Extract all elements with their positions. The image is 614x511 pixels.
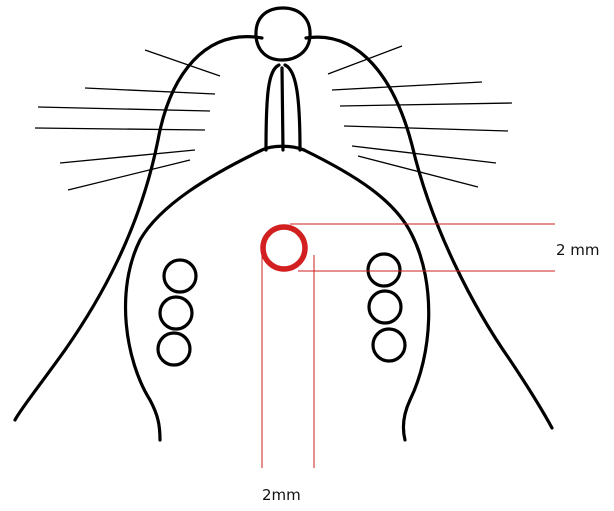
snout-left-lobe bbox=[266, 65, 279, 150]
whiskers-right bbox=[328, 46, 512, 187]
target-marker bbox=[263, 227, 305, 269]
snout-right-lobe bbox=[285, 65, 300, 150]
dimension-lines bbox=[262, 224, 555, 468]
pads-right bbox=[368, 254, 405, 361]
snout-midline bbox=[282, 68, 283, 150]
outer-head-outline bbox=[15, 37, 262, 420]
inner-face-outline-right bbox=[304, 150, 429, 440]
outer-head-outline-right bbox=[306, 37, 552, 428]
pads-left bbox=[158, 260, 196, 365]
vertical-dimension-label: 2 mm bbox=[556, 241, 600, 259]
horizontal-dimension-label: 2mm bbox=[262, 486, 301, 504]
whiskers-left bbox=[35, 50, 220, 190]
inner-face-outline bbox=[126, 150, 262, 440]
nose bbox=[256, 8, 310, 60]
